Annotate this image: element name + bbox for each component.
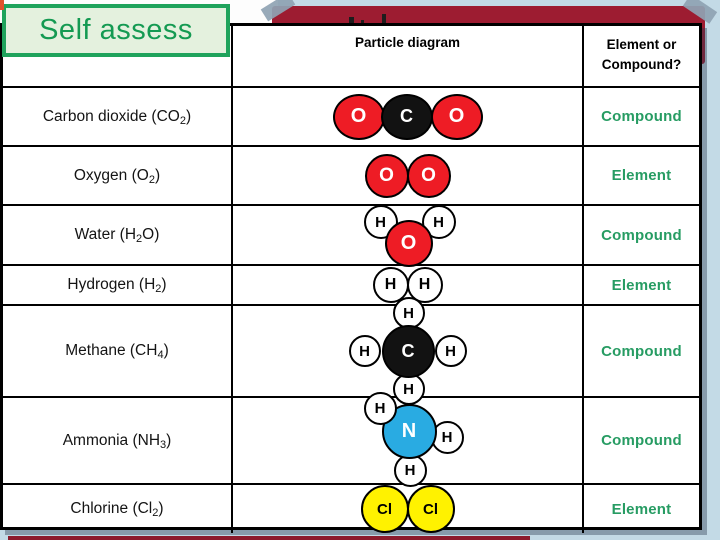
answer-cell: Element (584, 485, 699, 533)
answer-label: Compound (601, 226, 682, 244)
oxygen-atom: O (406, 153, 451, 198)
diagram-cell-chlorine: Cl Cl (233, 485, 584, 533)
substance-label: Hydrogen (H2) (67, 276, 167, 295)
molecule-nh3: H N H H (352, 391, 464, 487)
substance-cell-hydrogen: Hydrogen (H2) (3, 266, 233, 306)
molecule-co2: O C O (332, 93, 483, 141)
hydrogen-atom: H (348, 335, 381, 367)
answer-label: Compound (601, 432, 682, 449)
answer-label: Element (611, 167, 672, 184)
hidden-banner-text-fragment (382, 14, 386, 23)
column-header-label: Particle diagram (354, 35, 461, 50)
column-header-label: Element or Compound? (601, 37, 682, 73)
hidden-banner-text-fragment (361, 20, 364, 23)
substance-cell-chlorine: Chlorine (Cl2) (3, 485, 233, 533)
hydrogen-atom: H (393, 453, 427, 487)
hydrogen-atom: H (392, 297, 425, 329)
answer-cell: Element (584, 147, 699, 206)
diagram-cell-water: H H O (233, 205, 584, 267)
column-header-particle-diagram: Particle diagram (233, 26, 584, 88)
diagram-cell-oxygen: O O (233, 147, 584, 206)
diagram-cell-carbon-dioxide: O C O (233, 88, 584, 147)
corner-decoration (0, 0, 4, 10)
substance-label: Chlorine (Cl2) (70, 500, 164, 519)
substance-cell-ammonia: Ammonia (NH3) (3, 398, 233, 485)
column-header-element-or-compound: Element or Compound? (584, 26, 699, 88)
hydrogen-atom: H (434, 335, 467, 367)
molecule-cl2: Cl Cl (360, 485, 455, 533)
answer-label: Compound (601, 342, 682, 360)
substance-label: Carbon dioxide (CO2) (42, 107, 192, 127)
oxygen-atom: O (384, 220, 433, 267)
chlorine-atom: Cl (406, 485, 455, 533)
carbon-atom: C (380, 93, 433, 140)
answer-cell: Compound (584, 206, 699, 266)
oxygen-atom: O (430, 93, 483, 140)
answer-cell: Element (584, 266, 699, 306)
answer-cell: Compound (584, 88, 699, 147)
hidden-banner-text-fragment (349, 17, 354, 23)
substance-label: Ammonia (NH3) (62, 431, 172, 451)
molecule-ch4: H H C H H (348, 297, 467, 405)
bottom-banner (8, 536, 530, 540)
substance-label: Water (H2O) (74, 226, 160, 245)
chlorine-atom: Cl (360, 485, 409, 533)
oxygen-atom: O (364, 153, 409, 198)
substance-label: Oxygen (O2) (73, 166, 161, 186)
particle-diagram-table: Particle diagram Element or Compound? Ca… (0, 23, 702, 533)
substance-cell-methane: Methane (CH4) (3, 306, 233, 398)
hydrogen-atom: H (392, 373, 425, 405)
header-cell-blank (3, 26, 233, 88)
diagram-cell-methane: H H C H H (233, 297, 584, 405)
answer-label: Element (611, 500, 672, 518)
answer-label: Compound (601, 108, 682, 125)
diagram-cell-ammonia: H N H H (233, 391, 584, 487)
page-title: Self assess (39, 14, 193, 46)
substance-cell-carbon-dioxide: Carbon dioxide (CO2) (3, 88, 233, 147)
molecule-h2o: H H O (352, 205, 464, 267)
substance-cell-oxygen: Oxygen (O2) (3, 147, 233, 206)
carbon-atom: C (381, 325, 435, 378)
substance-label: Methane (CH4) (65, 342, 169, 361)
hydrogen-atom: H (421, 205, 456, 239)
molecule-o2: O O (364, 153, 451, 198)
hydrogen-atom: H (363, 391, 397, 425)
page-title-box: Self assess (2, 4, 230, 57)
answer-label: Element (611, 276, 672, 294)
answer-cell: Compound (584, 398, 699, 485)
oxygen-atom: O (332, 93, 385, 140)
answer-cell: Compound (584, 306, 699, 398)
substance-cell-water: Water (H2O) (3, 206, 233, 266)
